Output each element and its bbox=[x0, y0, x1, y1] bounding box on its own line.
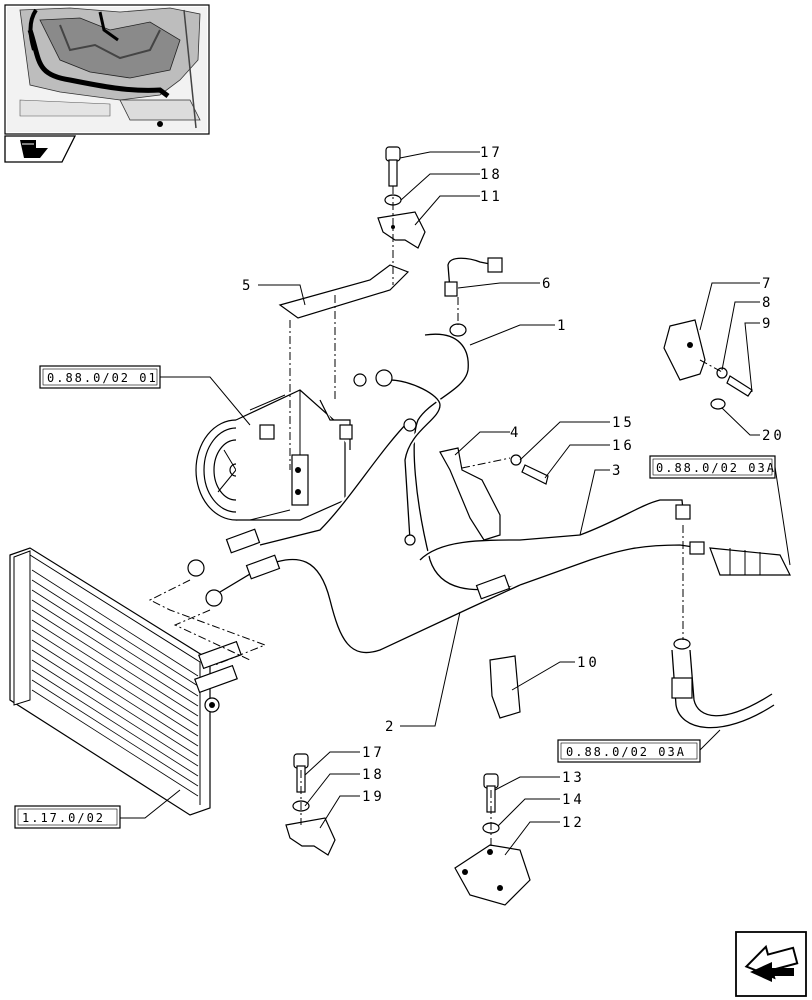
bracket-4 bbox=[439, 447, 501, 541]
next-page-arrow-icon[interactable] bbox=[735, 931, 807, 997]
callout-9: 9 bbox=[762, 316, 773, 332]
book-arrow-icon bbox=[4, 135, 77, 163]
block-10 bbox=[489, 655, 521, 719]
callout-labels: 17 18 11 5 6 1 7 8 9 20 4 15 16 3 10 2 1… bbox=[242, 145, 785, 831]
callout-17-bottom: 17 bbox=[362, 745, 385, 761]
callout-11: 11 bbox=[480, 189, 503, 205]
callout-13: 13 bbox=[562, 770, 585, 786]
callout-3: 3 bbox=[612, 463, 623, 479]
callout-4: 4 bbox=[510, 425, 521, 441]
callout-20: 20 bbox=[762, 428, 785, 444]
reference-label: 1.17.0/02 bbox=[22, 811, 105, 825]
callout-14: 14 bbox=[562, 792, 585, 808]
callout-17-top: 17 bbox=[480, 145, 503, 161]
callout-16: 16 bbox=[612, 438, 635, 454]
callout-18-top: 18 bbox=[480, 167, 503, 183]
compressor-illustration bbox=[195, 389, 353, 521]
assembly-centerlines bbox=[148, 186, 723, 852]
clamp-assembly-bottom-left bbox=[285, 753, 336, 856]
clamp-assembly-top bbox=[377, 146, 426, 249]
reference-0-88-0-02-03a-bottom[interactable]: 0.88.0/02 03A bbox=[557, 739, 701, 763]
reference-1-17-0-02[interactable]: 1.17.0/02 bbox=[14, 805, 121, 829]
clamp-assembly-bottom-right bbox=[454, 773, 531, 906]
bracket-5 bbox=[278, 264, 410, 319]
reference-0-88-0-02-01[interactable]: 0.88.0/02 01 bbox=[39, 365, 161, 389]
callout-6: 6 bbox=[542, 276, 553, 292]
reference-label: 0.88.0/02 03A bbox=[656, 461, 776, 475]
tractor-location-thumbnail bbox=[4, 4, 210, 135]
bolt-16 bbox=[510, 454, 549, 485]
hose-assembly bbox=[187, 323, 705, 655]
callout-1: 1 bbox=[557, 318, 568, 334]
callout-5: 5 bbox=[242, 278, 253, 294]
callout-7: 7 bbox=[762, 276, 773, 292]
callout-19: 19 bbox=[362, 789, 385, 805]
callout-10: 10 bbox=[577, 655, 600, 671]
callout-8: 8 bbox=[762, 295, 773, 311]
pressure-switch-6 bbox=[444, 257, 503, 297]
reference-label: 0.88.0/02 01 bbox=[47, 371, 158, 385]
reference-label: 0.88.0/02 03A bbox=[566, 745, 686, 759]
receiver-drier-hose bbox=[671, 547, 791, 729]
callout-12: 12 bbox=[562, 815, 585, 831]
callout-2: 2 bbox=[385, 719, 396, 735]
condenser-illustration bbox=[9, 547, 242, 816]
block-7 bbox=[663, 319, 753, 410]
callout-15: 15 bbox=[612, 415, 635, 431]
reference-0-88-0-02-03a-top[interactable]: 0.88.0/02 03A bbox=[649, 455, 776, 479]
callout-18-bottom: 18 bbox=[362, 767, 385, 783]
